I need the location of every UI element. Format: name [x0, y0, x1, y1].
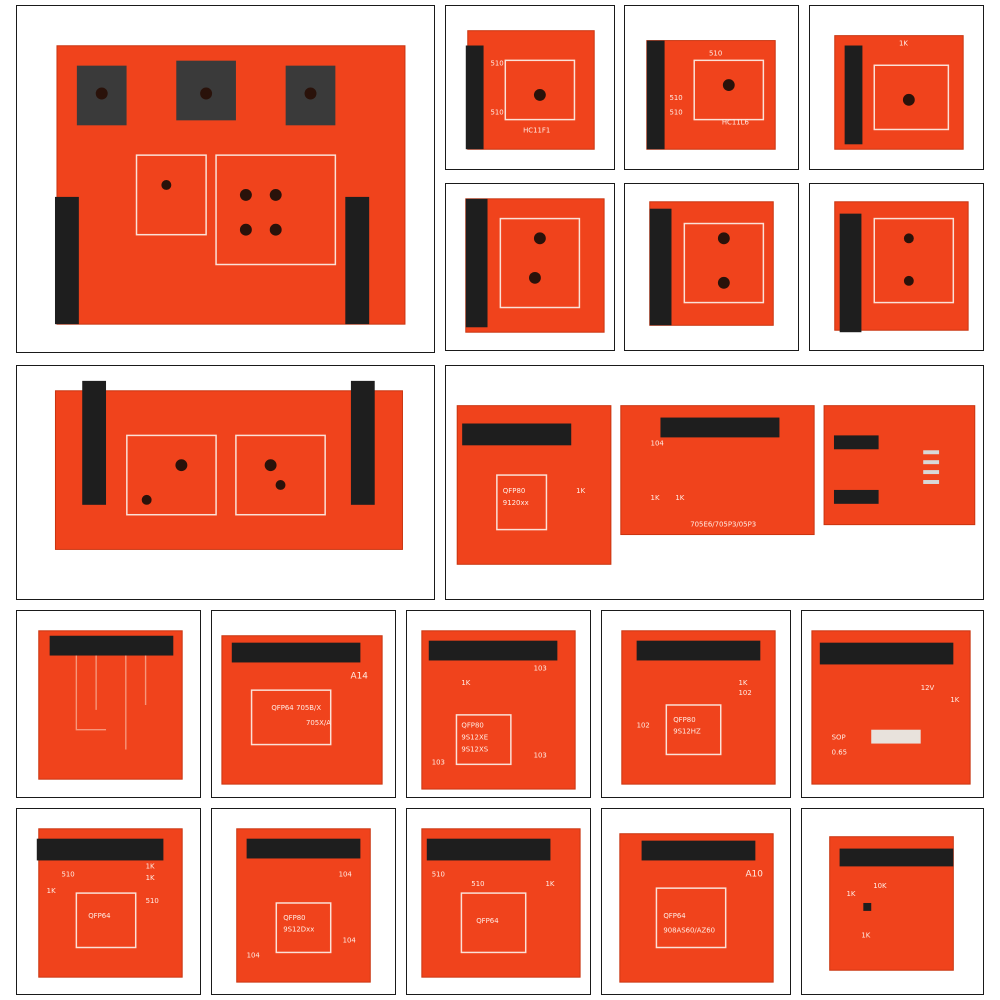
label-510-c: 510 — [670, 109, 683, 117]
label-705e6: 705E6/705P3/05P3 — [690, 521, 756, 529]
board-image — [38, 630, 183, 780]
board-image — [649, 201, 774, 326]
label-104: 104 — [651, 439, 665, 447]
board-image: QFP80 9S12XE 9S12XS 1K 103 103 103 — [421, 630, 576, 790]
photo-panel-board-10k: 10K 1K 1K — [801, 808, 984, 995]
board-image: SOP 0.65 12V 1K — [811, 630, 971, 785]
label-a10: A10 — [745, 869, 763, 879]
label-qfp64: QFP64 — [663, 912, 685, 920]
label-10k: 10K — [873, 882, 887, 890]
label-1k: 1K — [576, 487, 585, 495]
label-510-b: 510 — [490, 109, 503, 117]
board-image — [834, 201, 969, 333]
photo-panel-9s12dxx-board: QFP80 9S12Dxx 104 104 104 — [211, 808, 396, 995]
label-1k: 1K — [899, 40, 908, 48]
photo-panel-trio-boards: QFP80 9120xx 1K 705E6/705P3/05P3 104 1K … — [445, 365, 984, 600]
board-image: HC11F1 510 510 — [465, 30, 595, 150]
label-1k-a: 1K — [847, 890, 856, 898]
board-image: QFP64 705B/X 705X/A A14 — [221, 635, 383, 785]
label-0-65: 0.65 — [832, 748, 847, 756]
photo-panel-large-socket-board — [16, 5, 435, 353]
label-104-c: 104 — [247, 951, 260, 959]
label-qfp64: QFP64 — [88, 912, 110, 920]
label-sop: SOP — [832, 734, 846, 742]
label-510-b: 510 — [471, 880, 484, 888]
label-a14: A14 — [350, 671, 368, 681]
label-1k-b: 1K — [675, 494, 684, 502]
photo-panel-705b-board: QFP64 705B/X 705X/A A14 — [211, 610, 396, 798]
board-image — [54, 380, 403, 550]
photo-panel-9s12hz-board: QFP80 9S12HZ 102 102 1K — [601, 610, 791, 798]
label-103-a: 103 — [534, 664, 547, 672]
label-qfp80: QFP80 — [461, 722, 483, 730]
label-1k: 1K — [461, 679, 470, 687]
label-102-a: 102 — [637, 722, 650, 730]
label-1k-b: 1K — [861, 932, 870, 940]
label-908as60: 908AS60/AZ60 — [663, 927, 715, 935]
board-image: 1K — [834, 35, 964, 150]
board-image: QFP80 9120xx 1K 705E6/705P3/05P3 104 1K … — [456, 405, 976, 565]
label-510-a: 510 — [709, 49, 722, 57]
label-510-a: 510 — [62, 870, 75, 878]
label-qfp64: QFP64 — [271, 704, 293, 712]
label-103-b: 103 — [432, 758, 445, 766]
photo-panel-board-6 — [624, 183, 799, 351]
photo-panel-hc11l6: HC11L6 510 510 510 — [624, 5, 799, 170]
label-1k: 1K — [950, 696, 959, 704]
board-image: QFP64 510 510 1K — [421, 828, 581, 978]
board-image: HC11L6 510 510 510 — [646, 40, 776, 150]
label-1k: 1K — [739, 679, 748, 687]
label-1k: 1K — [545, 880, 554, 888]
photo-panel-board-7 — [809, 183, 984, 351]
photo-panel-qfp64-board-b: QFP64 510 510 1K — [406, 808, 591, 995]
label-hc11l6: HC11L6 — [722, 119, 749, 127]
label-510-b: 510 — [146, 897, 159, 905]
label-705xa: 705X/A — [306, 719, 331, 727]
label-705bx: 705B/X — [296, 704, 321, 712]
board-image: QFP64 510 1K 510 1K 1K — [36, 828, 183, 978]
photo-panel-sop-board: SOP 0.65 12V 1K — [801, 610, 984, 798]
label-1k-a: 1K — [651, 494, 660, 502]
photo-panel-wide-socket-board — [16, 365, 435, 600]
board-image: QFP64 908AS60/AZ60 A10 — [619, 833, 774, 983]
label-1k-c: 1K — [146, 874, 155, 882]
label-qfp80: QFP80 — [283, 914, 305, 922]
label-9s12hz: 9S12HZ — [673, 728, 701, 736]
board-image: 10K 1K 1K — [829, 836, 954, 971]
label-qfp64: QFP64 — [476, 917, 498, 925]
label-1k-a: 1K — [146, 862, 155, 870]
photo-panel-board-5 — [445, 183, 615, 351]
photo-panel-qfp64-board-a: QFP64 510 1K 510 1K 1K — [16, 808, 201, 995]
label-hc11f1: HC11F1 — [523, 126, 550, 134]
label-510-a: 510 — [490, 59, 503, 67]
label-9s12xs: 9S12XS — [461, 745, 488, 753]
photo-panel-board-4: 1K — [809, 5, 984, 170]
label-102-b: 102 — [739, 689, 752, 697]
label-104-a: 104 — [339, 870, 352, 878]
label-qfp80: QFP80 — [503, 487, 525, 495]
label-12v: 12V — [921, 684, 935, 692]
board-image: QFP80 9S12Dxx 104 104 104 — [236, 828, 371, 983]
photo-panel-908as60-board: QFP64 908AS60/AZ60 A10 — [601, 808, 791, 995]
label-510-a: 510 — [432, 870, 445, 878]
photo-panel-9s12xe-board: QFP80 9S12XE 9S12XS 1K 103 103 103 — [406, 610, 591, 798]
photo-panel-board-13 — [16, 610, 201, 798]
label-510-b: 510 — [670, 94, 683, 102]
board-image — [54, 45, 406, 325]
label-qfp80: QFP80 — [673, 716, 695, 724]
board-image — [465, 198, 605, 333]
label-103-c: 103 — [534, 751, 547, 759]
label-1k-b: 1K — [47, 887, 56, 895]
label-9s12xe: 9S12XE — [461, 734, 488, 742]
label-104-b: 104 — [343, 937, 356, 945]
board-image: QFP80 9S12HZ 102 102 1K — [621, 630, 776, 785]
label-9120xx: 9120xx — [503, 499, 529, 507]
photo-panel-hc11f1: HC11F1 510 510 — [445, 5, 615, 170]
label-9s12dxx: 9S12Dxx — [283, 926, 314, 934]
